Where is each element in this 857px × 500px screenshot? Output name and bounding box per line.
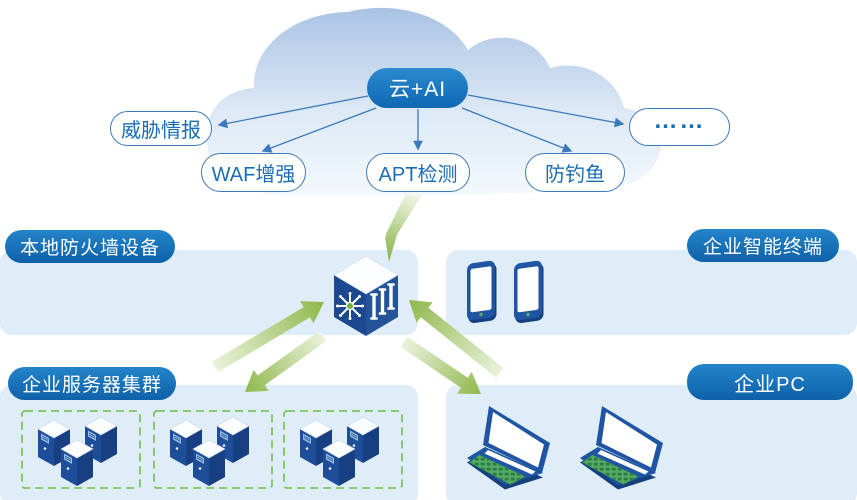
feature-pill-apt: APT检测	[366, 153, 470, 192]
cloud-connector-lines	[217, 94, 625, 153]
cube-III-mark	[370, 283, 395, 320]
laptop-icon	[466, 405, 551, 490]
zone-label-smart-terminal: 企业智能终端	[687, 229, 839, 262]
server-group-icon	[284, 411, 402, 488]
feature-pill-antiphishing: 防钓鱼	[525, 153, 625, 192]
zone-label-server-cluster: 企业服务器集群	[8, 367, 176, 400]
feature-pill-threat-intel: 威胁情报	[110, 111, 212, 146]
arrow-servers-to-firewall-icon	[211, 301, 324, 373]
arrow-firewall-to-servers-icon	[245, 331, 327, 392]
smartphone-icon	[467, 259, 497, 324]
connector-more	[467, 94, 625, 128]
laptop-icon	[579, 405, 664, 490]
server-group-icon	[154, 411, 272, 488]
lightning-arrow-icon	[385, 195, 422, 262]
cloud-ai-node: 云+AI	[367, 68, 468, 108]
connector-antiphishing	[461, 107, 573, 153]
arrow-pc-to-firewall-icon	[409, 300, 504, 378]
firewall-cube-icon	[333, 255, 399, 336]
zone-label-local-firewall: 本地防火墙设备	[5, 230, 175, 263]
connector-threat-intel	[217, 95, 369, 129]
arrow-firewall-to-pc-icon	[400, 337, 481, 394]
smartphone-icon	[514, 259, 544, 324]
feature-pill-waf: WAF增强	[201, 153, 306, 192]
connector-waf	[261, 107, 377, 153]
server-group-icon	[22, 411, 140, 488]
zone-label-enterprise-pc: 企业PC	[687, 364, 853, 400]
feature-pill-more: ……	[629, 107, 730, 146]
